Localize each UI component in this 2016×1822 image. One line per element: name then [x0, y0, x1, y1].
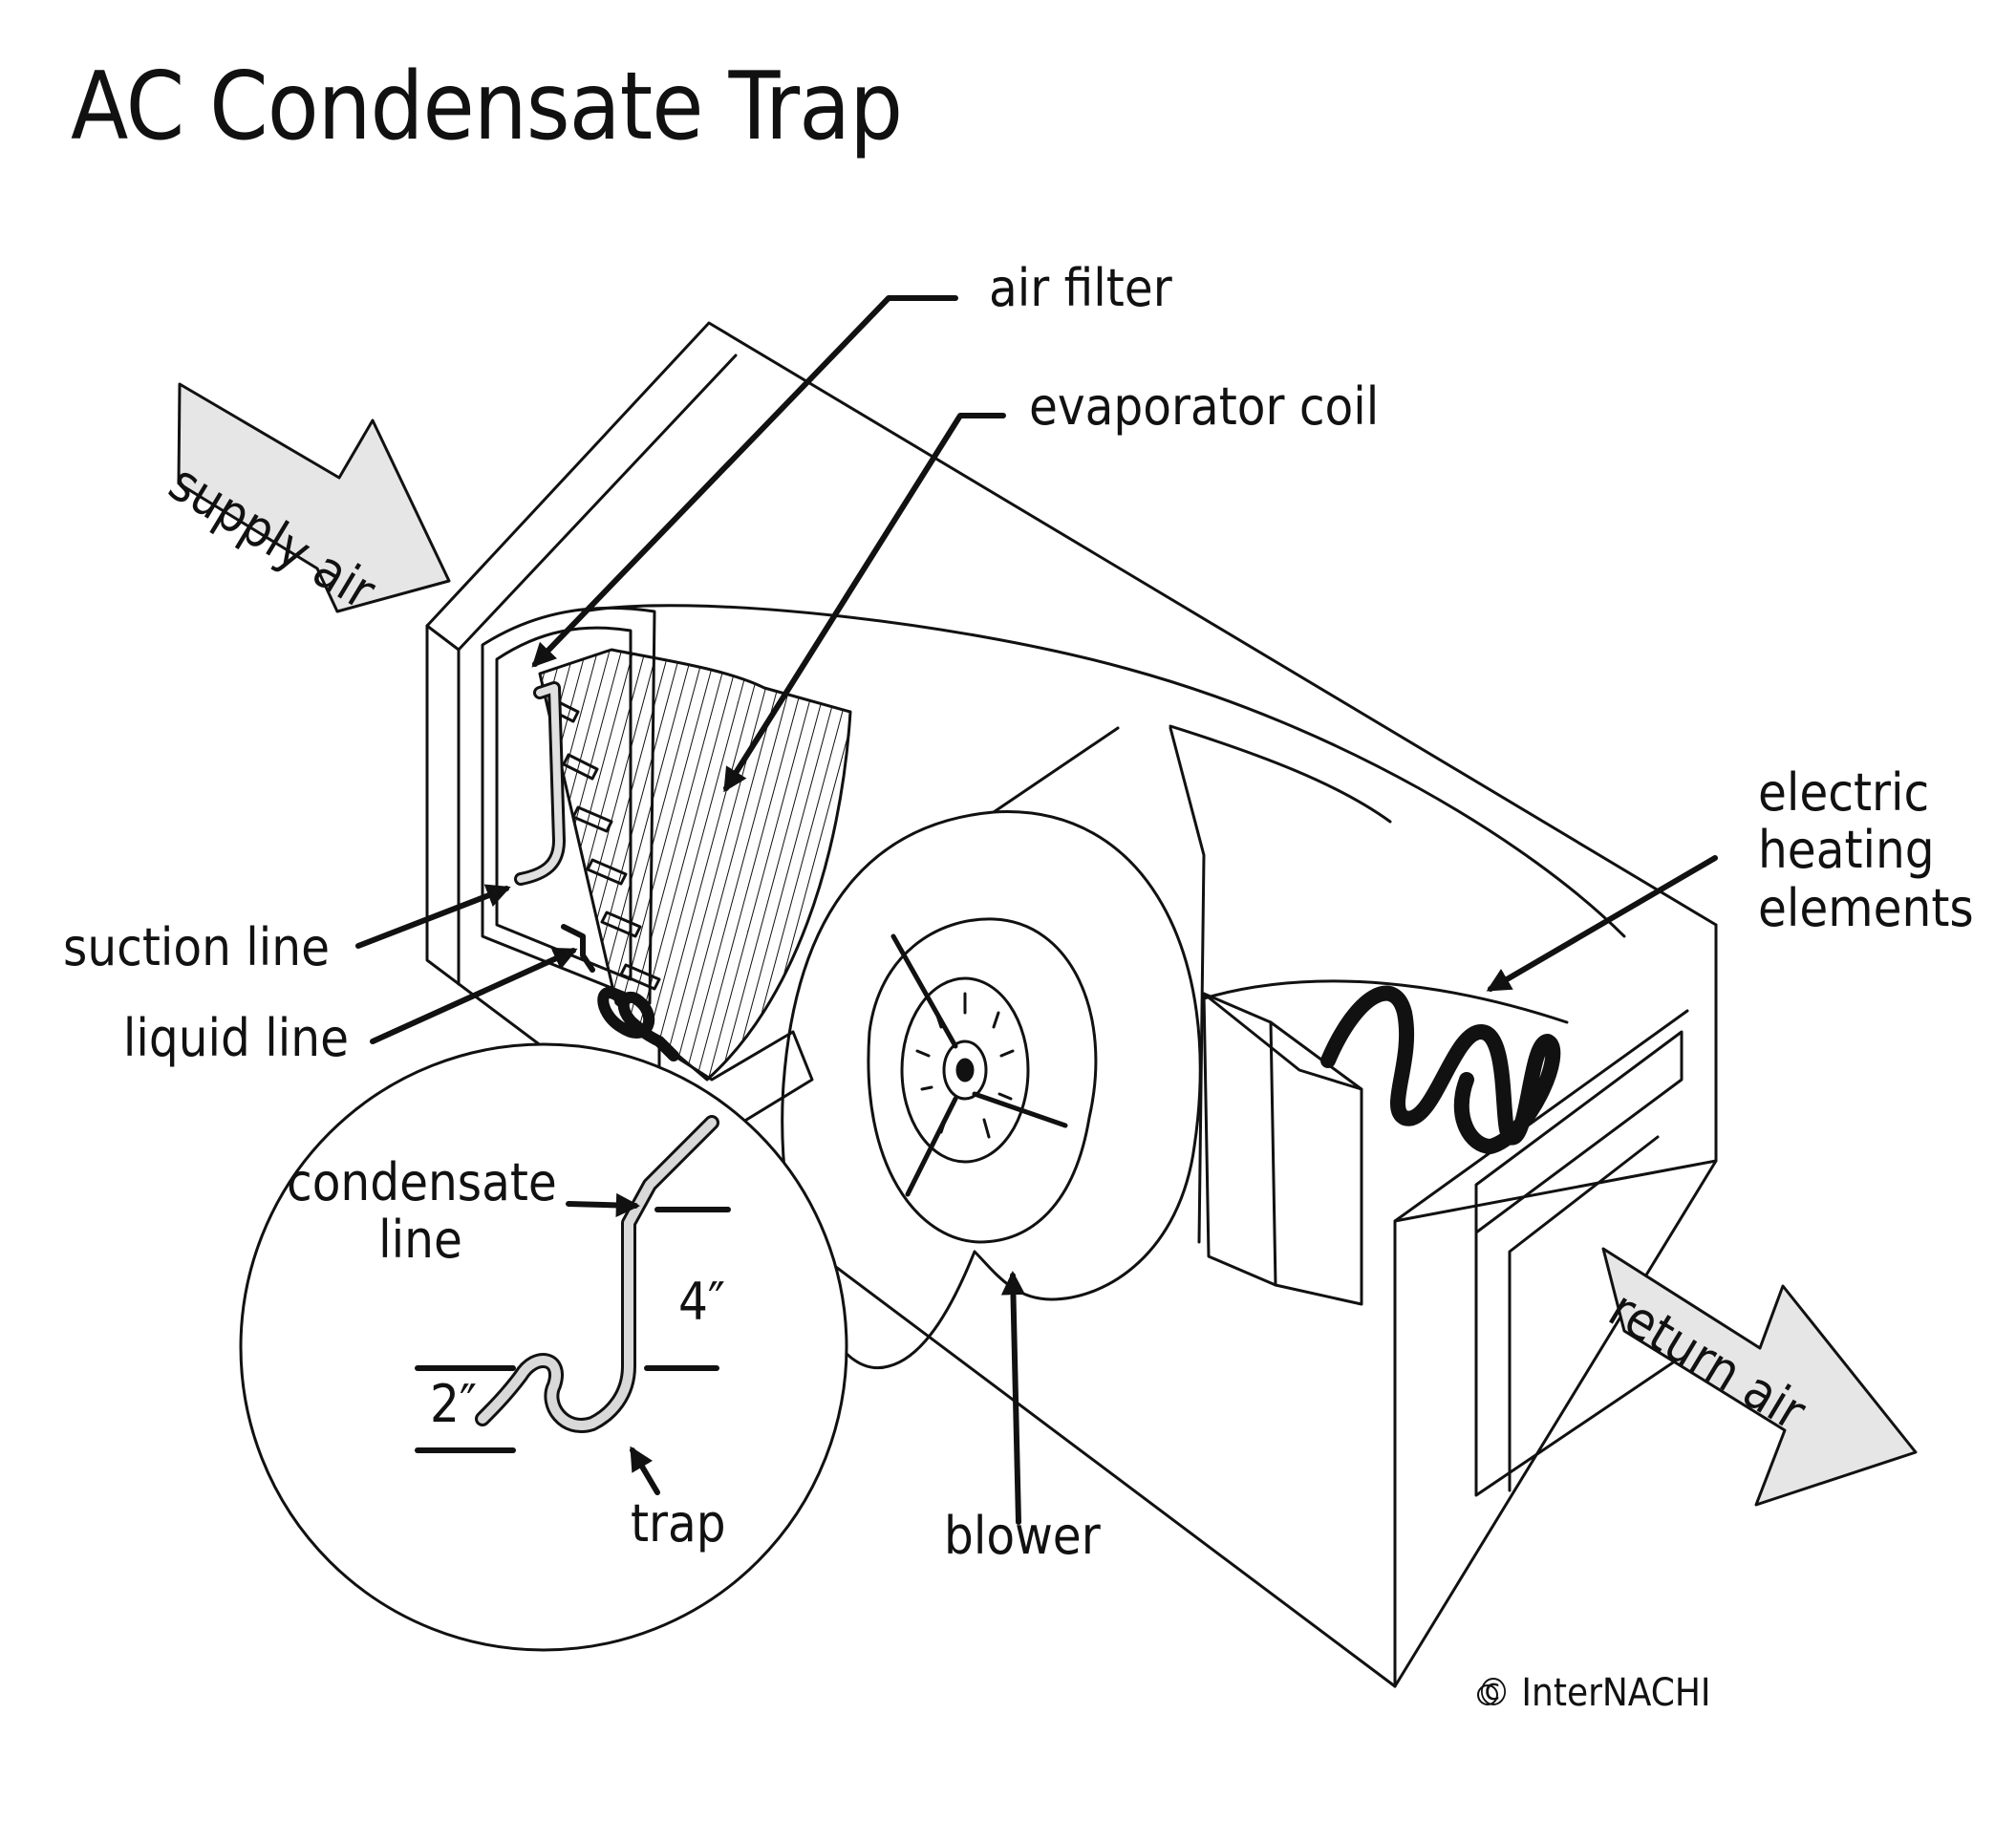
front-opening-frame [481, 606, 656, 1005]
label-condensate-line: condensate line [287, 1152, 557, 1271]
liquid-line [561, 924, 595, 973]
blower-housing [781, 810, 1202, 1370]
cabinet-top-edge [425, 321, 1718, 927]
heater-box [1202, 992, 1277, 1287]
right-opening-frame [1474, 1030, 1684, 1234]
cabinet-front-edge [425, 624, 1397, 1688]
label-line: elements [1758, 877, 1974, 938]
label-blower: blower [944, 1506, 1101, 1566]
label-line: condensate [287, 1152, 557, 1212]
label-line: electric [1758, 762, 1930, 823]
housing-top-curve [581, 604, 1626, 938]
label-line: heating [1758, 820, 1935, 881]
label-liquid-line: liquid line [122, 1008, 349, 1068]
copyright-text: © InterNACHI [1476, 1671, 1711, 1715]
cabinet-front-thickness [425, 624, 461, 986]
blower-wheel [900, 976, 1030, 1164]
drain-coil [597, 987, 679, 1061]
evaporator-coil [538, 648, 852, 1082]
label-air-filter: air filter [989, 258, 1172, 318]
dimension-4-inch: 4″ [678, 1272, 726, 1332]
label-evaporator-coil: evaporator coil [1029, 376, 1380, 437]
copyright-symbol-mark [1477, 1684, 1498, 1705]
diagram-title: AC Condensate Trap [71, 53, 903, 161]
label-trap: trap [631, 1493, 726, 1554]
supply-air-arrow [177, 382, 451, 613]
return-air-arrow [1601, 1247, 1918, 1507]
heating-elements [1320, 985, 1561, 1154]
label-line: line [378, 1210, 462, 1271]
label-suction-line: suction line [63, 917, 330, 977]
dimension-2-inch: 2″ [430, 1374, 478, 1434]
trap-detail-inset [239, 1042, 848, 1652]
label-electric-heating-elements: electric heating elements [1758, 762, 1974, 938]
